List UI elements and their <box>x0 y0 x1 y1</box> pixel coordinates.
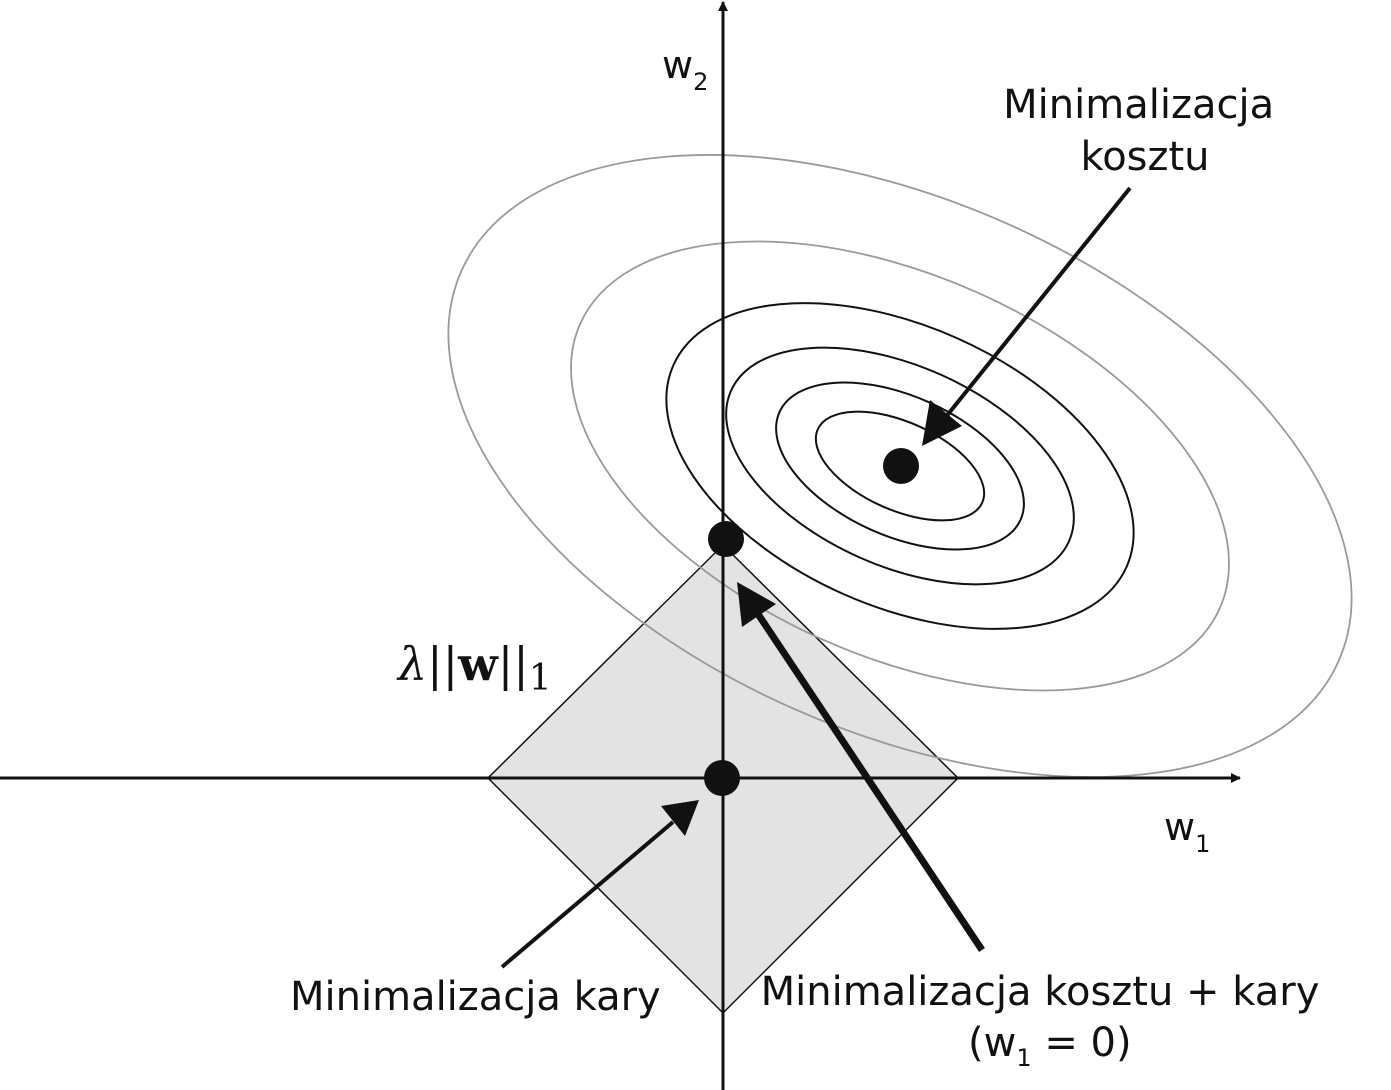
x-axis-label: w1 <box>1164 805 1210 858</box>
penalty-norm-label: λ||w||1 <box>396 637 552 699</box>
combined-minimum-label: Minimalizacja kosztu + kary <box>761 969 1320 1015</box>
cost-contour-3 <box>665 302 1135 630</box>
penalty-minimum-arrow <box>500 800 699 969</box>
cost-contour-4 <box>725 346 1075 586</box>
cost-contours <box>447 154 1353 778</box>
cost-contour-5 <box>775 381 1025 551</box>
cost-contour-2 <box>570 240 1230 692</box>
cost-contour-1 <box>447 154 1353 778</box>
cost-contour-6 <box>814 410 986 522</box>
cost-minimum-point <box>883 448 919 484</box>
combined-minimum-condition: (w1 = 0) <box>968 1020 1132 1072</box>
cost-minimum-arrow <box>922 186 1132 446</box>
combined-minimum-point <box>708 521 744 557</box>
penalty-minimum-point <box>704 760 740 796</box>
combined-minimum-arrow <box>737 582 985 952</box>
penalty-minimum-label: Minimalizacja kary <box>290 974 661 1020</box>
cost-minimum-label: Minimalizacja kosztu <box>1003 82 1287 180</box>
y-axis-label: w2 <box>662 43 708 96</box>
